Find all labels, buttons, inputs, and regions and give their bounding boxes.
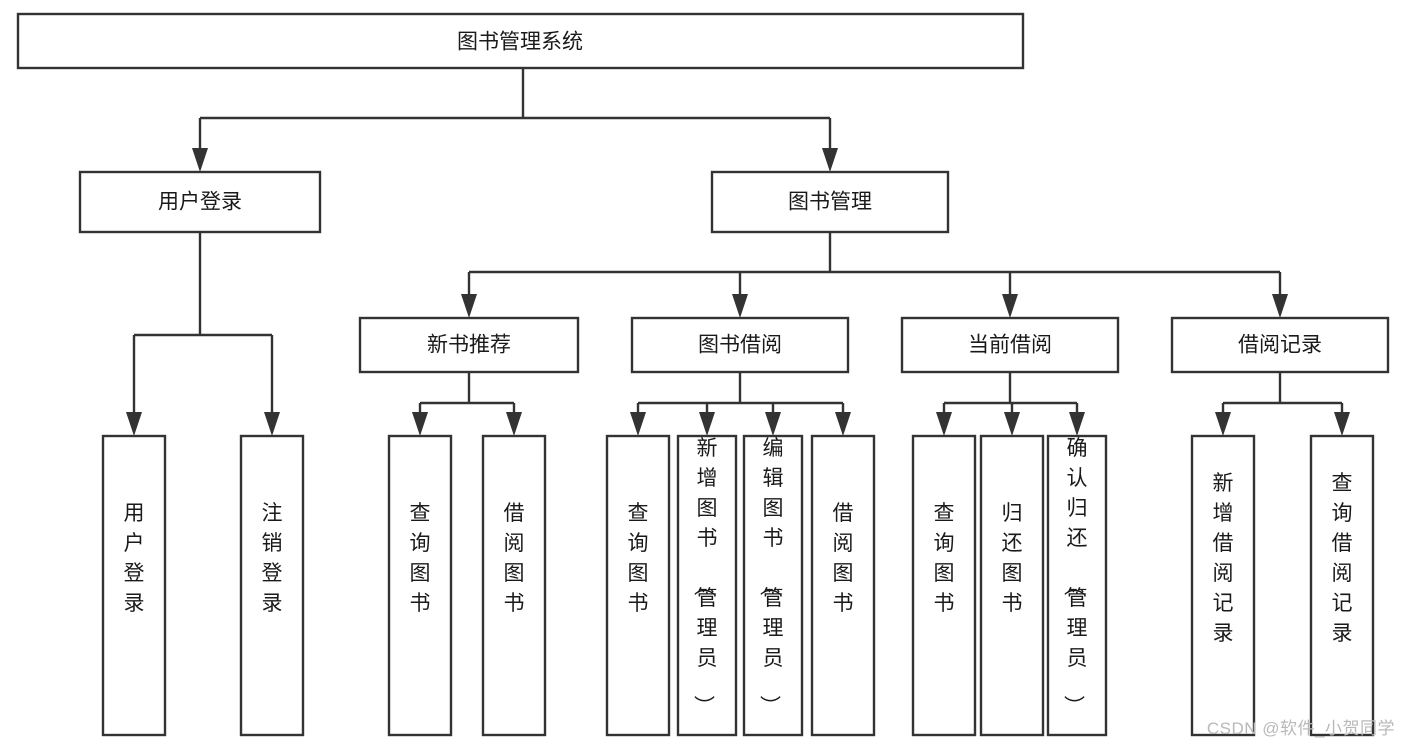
node-leaf-user-login-label: 用户登录 xyxy=(124,502,145,615)
node-leaf-add-borrow-record-label: 新增借阅记录 xyxy=(1213,472,1234,645)
node-leaf-borrow-book-1[interactable]: 借阅图书 xyxy=(481,434,547,737)
connector-group-root-to-level2 xyxy=(192,68,838,172)
connector-user-login-trunk xyxy=(132,232,274,416)
node-book-manage-box[interactable] xyxy=(710,170,950,234)
node-leaf-borrow-book-2[interactable]: 借阅图书 xyxy=(810,434,876,737)
node-leaf-borrow-book-1-label: 借阅图书 xyxy=(504,502,525,615)
node-leaf-query-borrow-record-box[interactable] xyxy=(1309,434,1375,737)
connector-current-borrow-trunk xyxy=(942,372,1079,416)
connector-borrow-record-trunk xyxy=(1221,372,1344,416)
node-leaf-confirm-return-admin-box[interactable] xyxy=(1046,434,1108,737)
node-borrow-record-label: 借阅记录 xyxy=(1238,334,1322,357)
node-leaf-logout-box[interactable] xyxy=(239,434,305,737)
node-leaf-query-borrow-record[interactable]: 查询借阅记录 xyxy=(1309,434,1375,737)
node-current-borrow-label: 当前借阅 xyxy=(968,334,1052,357)
node-leaf-add-book-admin[interactable]: 新增图书（管理员） xyxy=(676,434,738,737)
node-book-borrow-label: 图书借阅 xyxy=(698,334,782,357)
node-new-book-recommend-label: 新书推荐 xyxy=(427,334,511,357)
arrow-head-leaf-query-book-1 xyxy=(412,412,428,436)
node-leaf-add-book-admin-box[interactable] xyxy=(676,434,738,737)
connector-book-manage-trunk xyxy=(467,232,1282,298)
node-leaf-return-book-label: 归还图书 xyxy=(1002,502,1023,615)
arrow-head-leaf-logout xyxy=(264,412,280,436)
node-root[interactable]: 图书管理系统 xyxy=(16,12,1025,70)
node-leaf-return-book-box[interactable] xyxy=(979,434,1045,737)
node-user-login-label: 用户登录 xyxy=(158,191,242,214)
arrow-head-leaf-user-login xyxy=(126,412,142,436)
node-borrow-record[interactable]: 借阅记录 xyxy=(1170,316,1390,374)
node-leaf-confirm-return-admin[interactable]: 确认归还（管理员） xyxy=(1046,434,1108,737)
node-root-box[interactable] xyxy=(16,12,1025,70)
arrow-head-leaf-query-borrow-record xyxy=(1334,412,1350,436)
node-leaf-confirm-return-admin-label: 确认归还（管理员） xyxy=(1062,437,1088,716)
node-current-borrow[interactable]: 当前借阅 xyxy=(900,316,1120,374)
arrow-head-leaf-borrow-book-2 xyxy=(835,412,851,436)
arrow-head-leaf-query-book-2 xyxy=(630,412,646,436)
arrow-head-borrow-record xyxy=(1272,294,1288,318)
node-leaf-logout[interactable]: 注销登录 xyxy=(239,434,305,737)
arrow-head-book-manage xyxy=(822,148,838,172)
node-leaf-add-borrow-record[interactable]: 新增借阅记录 xyxy=(1190,434,1256,737)
node-leaf-edit-book-admin-box[interactable] xyxy=(742,434,804,737)
node-user-login[interactable]: 用户登录 xyxy=(78,170,322,234)
node-new-book-recommend[interactable]: 新书推荐 xyxy=(358,316,580,374)
node-leaf-user-login-box[interactable] xyxy=(101,434,167,737)
arrow-head-book-borrow xyxy=(732,294,748,318)
connector-group-book-manage-to-level3 xyxy=(461,232,1288,318)
arrow-head-leaf-borrow-book-1 xyxy=(506,412,522,436)
node-leaf-user-login[interactable]: 用户登录 xyxy=(101,434,167,737)
node-book-borrow-box[interactable] xyxy=(630,316,850,374)
arrow-head-leaf-edit-book-admin xyxy=(765,412,781,436)
node-leaf-borrow-book-2-label: 借阅图书 xyxy=(833,502,854,615)
node-leaf-return-book[interactable]: 归还图书 xyxy=(979,434,1045,737)
node-leaf-query-book-3[interactable]: 查询图书 xyxy=(911,434,977,737)
node-leaf-query-book-1-label: 查询图书 xyxy=(410,502,431,615)
connector-root-trunk xyxy=(198,68,832,150)
connector-book-borrow-trunk xyxy=(636,372,845,416)
connector-group-new-book-recommend-to-leaves xyxy=(412,372,522,436)
connector-group-user-login-to-leaves xyxy=(126,232,280,436)
node-new-book-recommend-box[interactable] xyxy=(358,316,580,374)
node-leaf-query-book-2-label: 查询图书 xyxy=(628,502,649,615)
node-leaf-query-book-1[interactable]: 查询图书 xyxy=(387,434,453,737)
connector-group-borrow-record-to-leaves xyxy=(1215,372,1350,436)
connector-group-current-borrow-to-leaves xyxy=(936,372,1085,436)
arrow-head-leaf-query-book-3 xyxy=(936,412,952,436)
node-leaf-query-book-2-box[interactable] xyxy=(605,434,671,737)
connector-new-book-recommend-trunk xyxy=(418,372,516,416)
node-leaf-borrow-book-2-box[interactable] xyxy=(810,434,876,737)
node-leaf-add-borrow-record-box[interactable] xyxy=(1190,434,1256,737)
node-leaf-edit-book-admin[interactable]: 编辑图书（管理员） xyxy=(742,434,804,737)
node-book-borrow[interactable]: 图书借阅 xyxy=(630,316,850,374)
node-leaf-edit-book-admin-label: 编辑图书（管理员） xyxy=(758,437,784,716)
node-book-manage-label: 图书管理 xyxy=(788,191,872,214)
arrow-head-new-book-recommend xyxy=(461,294,477,318)
node-book-manage[interactable]: 图书管理 xyxy=(710,170,950,234)
node-user-login-box[interactable] xyxy=(78,170,322,234)
node-current-borrow-box[interactable] xyxy=(900,316,1120,374)
arrow-head-user-login xyxy=(192,148,208,172)
node-root-label: 图书管理系统 xyxy=(457,31,583,54)
arrow-head-current-borrow xyxy=(1002,294,1018,318)
node-leaf-query-book-1-box[interactable] xyxy=(387,434,453,737)
node-leaf-query-borrow-record-label: 查询借阅记录 xyxy=(1332,472,1353,645)
node-leaf-borrow-book-1-box[interactable] xyxy=(481,434,547,737)
node-leaf-logout-label: 注销登录 xyxy=(262,502,283,615)
connector-group-book-borrow-to-leaves xyxy=(630,372,851,436)
node-leaf-query-book-3-label: 查询图书 xyxy=(934,502,955,615)
arrow-head-leaf-confirm-return-admin xyxy=(1069,412,1085,436)
arrow-head-leaf-return-book xyxy=(1004,412,1020,436)
node-borrow-record-box[interactable] xyxy=(1170,316,1390,374)
arrow-head-leaf-add-borrow-record xyxy=(1215,412,1231,436)
node-leaf-query-book-2[interactable]: 查询图书 xyxy=(605,434,671,737)
csdn-watermark: CSDN @软件_小贺同学 xyxy=(1206,719,1395,738)
node-leaf-query-book-3-box[interactable] xyxy=(911,434,977,737)
arrow-head-leaf-add-book-admin xyxy=(699,412,715,436)
node-leaf-add-book-admin-label: 新增图书（管理员） xyxy=(692,437,718,716)
